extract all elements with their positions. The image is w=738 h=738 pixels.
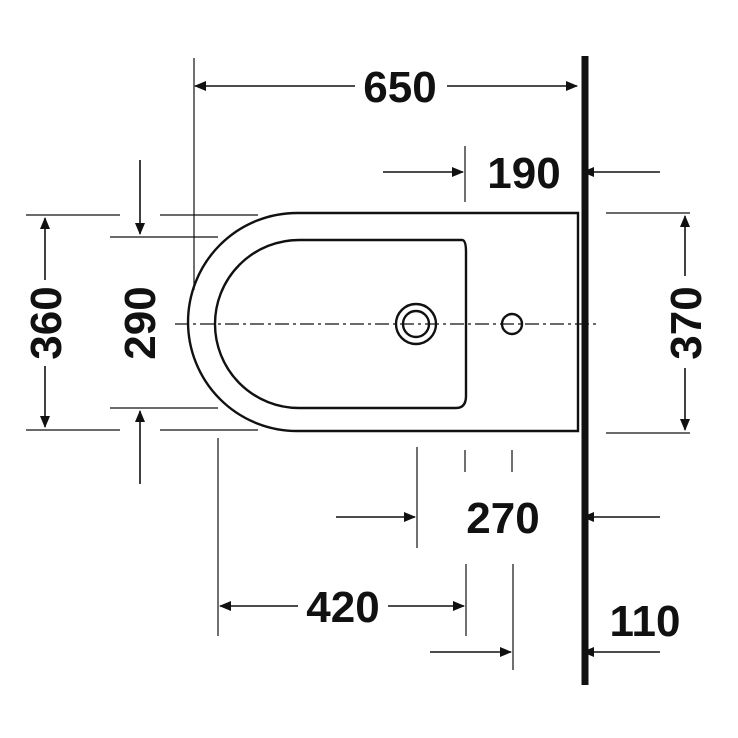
dim-label-360: 360 <box>22 286 71 359</box>
dim-label-370: 370 <box>662 286 711 359</box>
bidet-outer-outline <box>186 211 580 433</box>
dim-label-110: 110 <box>610 597 681 646</box>
dim-label-420: 420 <box>306 583 379 632</box>
dim-label-270: 270 <box>466 494 539 543</box>
dim-label-190: 190 <box>487 149 560 198</box>
bidet-bowl-outline <box>213 238 468 410</box>
dim-label-290: 290 <box>116 286 165 359</box>
dim-label-650: 650 <box>363 63 436 112</box>
